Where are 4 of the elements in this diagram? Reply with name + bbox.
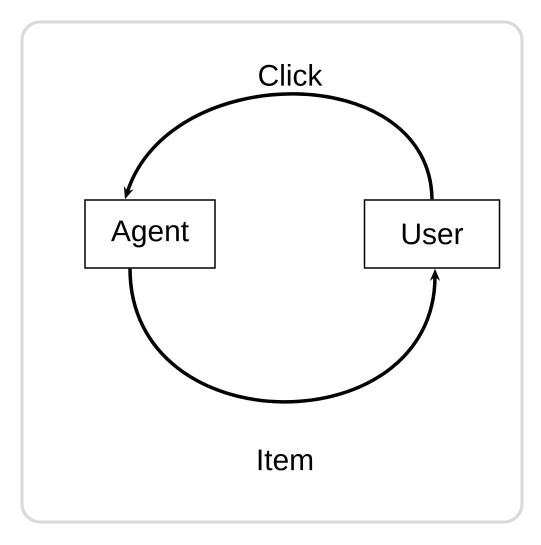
process-box: User <box>364 199 500 269</box>
edge-label: Click <box>256 62 324 88</box>
process-box: Agent <box>84 199 216 269</box>
edge-label: Item <box>254 448 316 472</box>
